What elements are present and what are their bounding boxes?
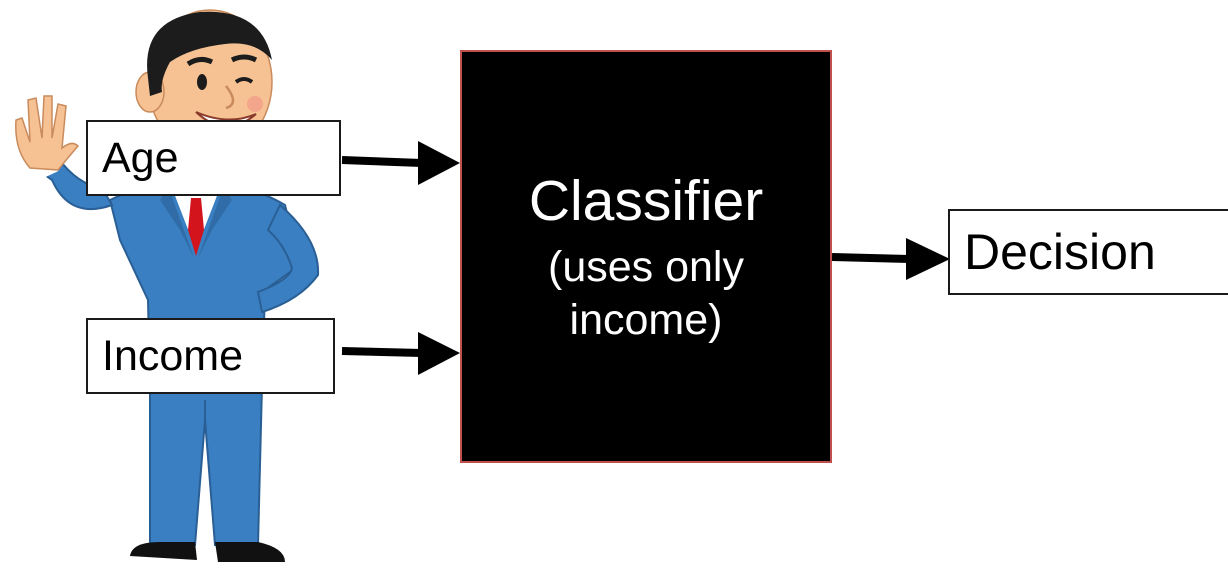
age-input-box: Age xyxy=(86,120,341,196)
income-label: Income xyxy=(102,331,244,380)
classifier-box: Classifier (uses only income) xyxy=(460,50,832,463)
income-input-box: Income xyxy=(86,318,335,394)
classifier-title: Classifier xyxy=(528,168,764,233)
arrow-age-to-classifier xyxy=(341,141,460,185)
decision-output-box: Decision xyxy=(948,209,1228,295)
age-label: Age xyxy=(102,133,179,182)
arrow-classifier-to-decision xyxy=(831,238,950,280)
arrow-income-to-classifier xyxy=(341,332,460,375)
decision-label: Decision xyxy=(964,224,1156,280)
classifier-subtitle: (uses only income) xyxy=(548,243,744,344)
